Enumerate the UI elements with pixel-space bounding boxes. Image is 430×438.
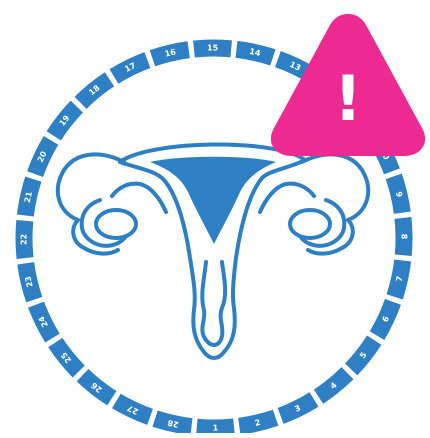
cycle-day-label: 8 bbox=[399, 234, 408, 240]
cycle-day-label: 15 bbox=[207, 43, 219, 52]
cycle-day-label: 1 bbox=[213, 423, 219, 432]
warning-exclamation-mark: ! bbox=[334, 62, 362, 135]
uterus-icon bbox=[58, 144, 368, 358]
cycle-day-label: 22 bbox=[19, 234, 28, 245]
warning-triangle-icon: ! bbox=[271, 14, 425, 156]
